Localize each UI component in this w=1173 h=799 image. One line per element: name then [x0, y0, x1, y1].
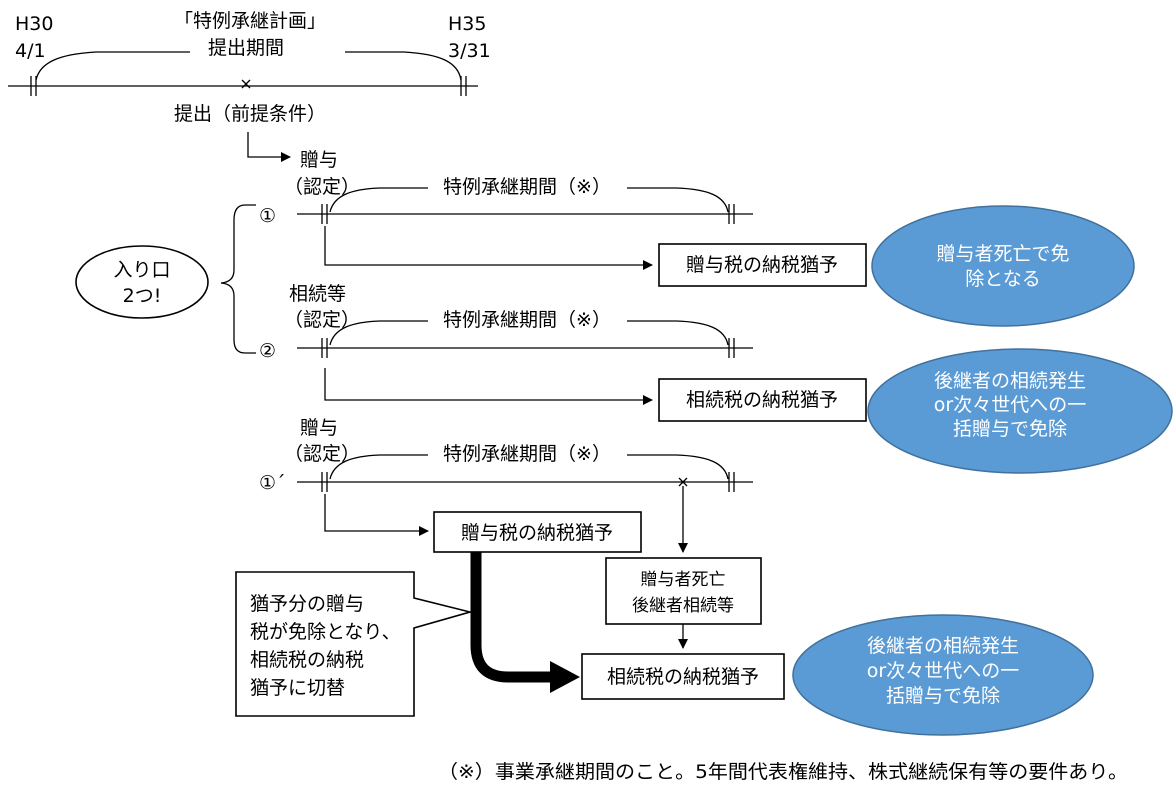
- route-1b-switch-label: 相続税の納税猶予: [607, 666, 759, 688]
- route-2-deferral-box: [658, 378, 867, 422]
- route-1b-result-ellipse: [792, 614, 1094, 736]
- route-2-event-approval: （認定）: [284, 309, 360, 331]
- route-2-result-line1: 後継者の相続発生: [934, 370, 1086, 392]
- route-1-period-brace: [329, 187, 729, 213]
- route-1b-deferral-label: 贈与税の納税猶予: [461, 522, 613, 544]
- route-1b-deferral-box: [433, 511, 642, 553]
- route-2: 相続等 （認定） 特例承継期間（※） ② 相続税の納税猶予 後継者の相続発生 o…: [259, 283, 1173, 474]
- route-2-result-ellipse: [867, 348, 1173, 474]
- route-1-deferral-label: 贈与税の納税猶予: [686, 254, 838, 276]
- route-1-result-ellipse: [871, 205, 1135, 327]
- route-1b-result-line1: 後継者の相続発生: [867, 635, 1019, 657]
- route-2-event: 相続等: [289, 283, 346, 305]
- route-1b-period-brace: [329, 454, 729, 480]
- route-1b-death-box: [605, 557, 762, 625]
- route-1b-death-line2: 後継者相続等: [632, 596, 734, 616]
- route-1b-callout: [235, 571, 474, 717]
- plan-subtitle: 提出期間: [208, 37, 284, 59]
- route-1b-callout-line2: 税が免除となり、: [250, 621, 401, 643]
- route-1-deferral-box: [658, 243, 867, 287]
- entry-ellipse: [75, 245, 209, 319]
- route-1b: 贈与 （認定） 特例承継期間（※） ①´ 贈与税の納税猶予 贈与者死亡 後継者相…: [235, 417, 1094, 736]
- submission-x-mark: [241, 79, 251, 89]
- route-1-event: 贈与: [300, 149, 338, 171]
- start-date: 4/1: [15, 40, 46, 62]
- entry-label-line2: 2つ!: [123, 285, 162, 307]
- route-1: 贈与 （認定） 特例承継期間（※） ① 贈与税の納税猶予 贈与者死亡で免 除とな…: [259, 149, 1135, 327]
- route-1-arrow: [324, 226, 653, 270]
- route-1b-switch-arrow: [470, 552, 552, 683]
- route-1-result-line2: 除となる: [965, 268, 1040, 290]
- footnote: （※）事業承継期間のこと。5年間代表権維持、株式継続保有等の要件あり。: [438, 761, 1128, 783]
- route-1b-result-line3: 括贈与で免除: [886, 685, 1000, 707]
- submission-arrow: [247, 132, 291, 162]
- route-1b-callout-line1: 猶予分の贈与: [250, 593, 364, 615]
- route-1b-event-approval: （認定）: [284, 443, 360, 465]
- route-2-marker: ②: [259, 340, 276, 362]
- route-2-arrow: [324, 368, 653, 405]
- submission-brace: [35, 51, 462, 81]
- entry-bracket: [220, 204, 256, 354]
- route-1b-death-x-mark: [678, 477, 688, 487]
- route-1-period-label: 特例承継期間（※）: [443, 176, 611, 198]
- end-date: 3/31: [448, 40, 491, 62]
- end-year: H35: [448, 13, 486, 35]
- route-1b-callout-line4: 猶予に切替: [250, 677, 345, 699]
- entry-group: 入り口 2つ!: [75, 204, 256, 354]
- route-1-result-line1: 贈与者死亡で免: [936, 243, 1069, 265]
- route-2-result-line2: or次々世代への一: [934, 394, 1086, 416]
- route-1b-death-line1: 贈与者死亡: [641, 570, 726, 590]
- route-2-period-brace: [329, 320, 729, 346]
- route-1b-arrow: [324, 494, 429, 536]
- entry-label-line1: 入り口: [113, 259, 170, 281]
- submission-label: 提出（前提条件）: [174, 103, 326, 125]
- route-1b-period-label: 特例承継期間（※）: [443, 443, 611, 465]
- route-1b-event: 贈与: [300, 417, 338, 439]
- plan-title: 「特例承継計画」: [174, 10, 326, 32]
- route-1-event-approval: （認定）: [284, 176, 360, 198]
- route-1b-result-line2: or次々世代への一: [867, 660, 1019, 682]
- route-2-period-label: 特例承継期間（※）: [443, 309, 611, 331]
- route-1b-callout-line3: 相続税の納税: [250, 649, 364, 671]
- start-year: H30: [15, 13, 53, 35]
- route-1b-switch-arrowhead: [550, 661, 580, 693]
- route-1b-marker: ①´: [259, 472, 286, 494]
- route-2-deferral-label: 相続税の納税猶予: [686, 389, 838, 411]
- submission-period: H30 4/1 H35 3/31 「特例承継計画」 提出期間 提出（前提条件）: [8, 10, 491, 162]
- route-1-marker: ①: [259, 205, 276, 227]
- route-1b-switch-box: [581, 653, 785, 700]
- route-2-result-line3: 括贈与で免除: [953, 418, 1067, 440]
